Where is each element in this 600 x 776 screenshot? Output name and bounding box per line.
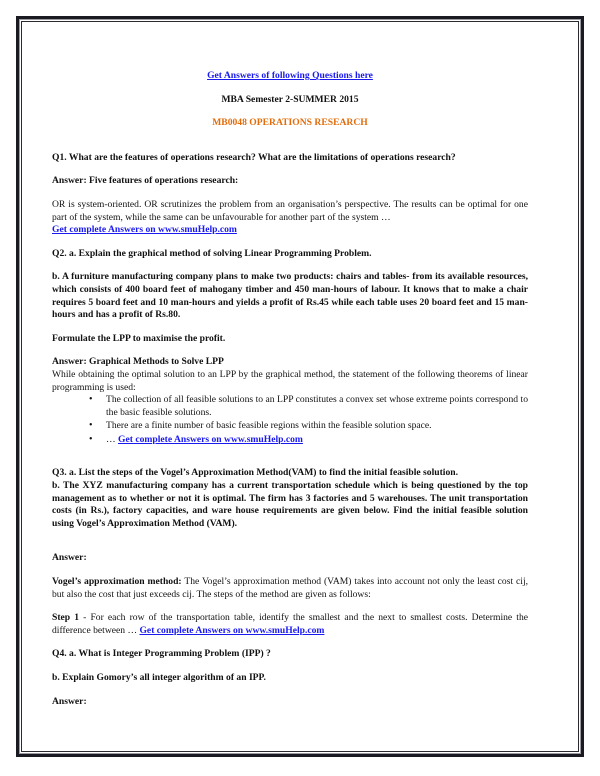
q3-part-a: Q3. a. List the steps of the Vogel’s App… xyxy=(52,467,458,479)
course-title: MB0048 OPERATIONS RESEARCH xyxy=(212,117,368,129)
document-body: Get Answers of following Questions here … xyxy=(52,70,528,708)
q3-vam-paragraph: Vogel’s approximation method: The Vogel’… xyxy=(52,576,528,601)
get-answers-link[interactable]: Get Answers of following Questions here xyxy=(207,70,373,81)
q2-bullet-item: There are a finite number of basic feasi… xyxy=(89,420,528,433)
q2-bullet-item-link: … Get complete Answers on www.smuHelp.co… xyxy=(89,433,528,447)
q4-answer-label: Answer: xyxy=(52,695,87,707)
q2-part-a: Q2. a. Explain the graphical method of s… xyxy=(52,247,372,259)
vam-label: Vogel’s approximation method: xyxy=(52,576,182,588)
q2-answer-text: While obtaining the optimal solution to … xyxy=(52,368,528,393)
q2-complete-answer-link[interactable]: Get complete Answers on www.smuHelp.com xyxy=(118,433,303,445)
step1-label: Step 1 xyxy=(52,612,80,624)
q1-question: Q1. What are the features of operations … xyxy=(52,151,456,163)
q3-answer-label: Answer: xyxy=(52,552,87,564)
q2-bullet-list: The collection of all feasible solutions… xyxy=(52,394,528,446)
page-border xyxy=(16,16,584,757)
q4-part-b: b. Explain Gomory’s all integer algorith… xyxy=(52,672,266,683)
q2-answer-heading: Answer: Graphical Methods to Solve LPP xyxy=(52,356,224,368)
q3-step1-paragraph: Step 1 - For each row of the transportat… xyxy=(52,612,528,637)
q3-complete-answer-link[interactable]: Get complete Answers on www.smuHelp.com xyxy=(139,624,325,636)
q4-part-a: Q4. a. What is Integer Programming Probl… xyxy=(52,648,271,660)
header-block: Get Answers of following Questions here xyxy=(52,70,528,83)
vam-text: The Vogel’s approximation method (VAM) t… xyxy=(52,576,529,600)
step1-text: - For each row of the transportation tab… xyxy=(52,612,528,636)
q2-bullet-item: The collection of all feasible solutions… xyxy=(89,394,528,419)
q1-answer-heading: Answer: Five features of operations rese… xyxy=(52,175,239,187)
semester-title: MBA Semester 2-SUMMER 2015 xyxy=(221,93,359,105)
q3-part-b: b. The XYZ manufacturing company has a c… xyxy=(52,480,528,529)
q1-complete-answer-link[interactable]: Get complete Answers on www.smuHelp.com xyxy=(52,224,237,236)
q2-instruction: Formulate the LPP to maximise the profit… xyxy=(52,332,226,344)
q2-part-b: b. A furniture manufacturing company pla… xyxy=(52,271,528,321)
q1-answer-text: OR is system-oriented. OR scrutinizes th… xyxy=(52,198,528,223)
ellipsis: … xyxy=(106,433,118,445)
